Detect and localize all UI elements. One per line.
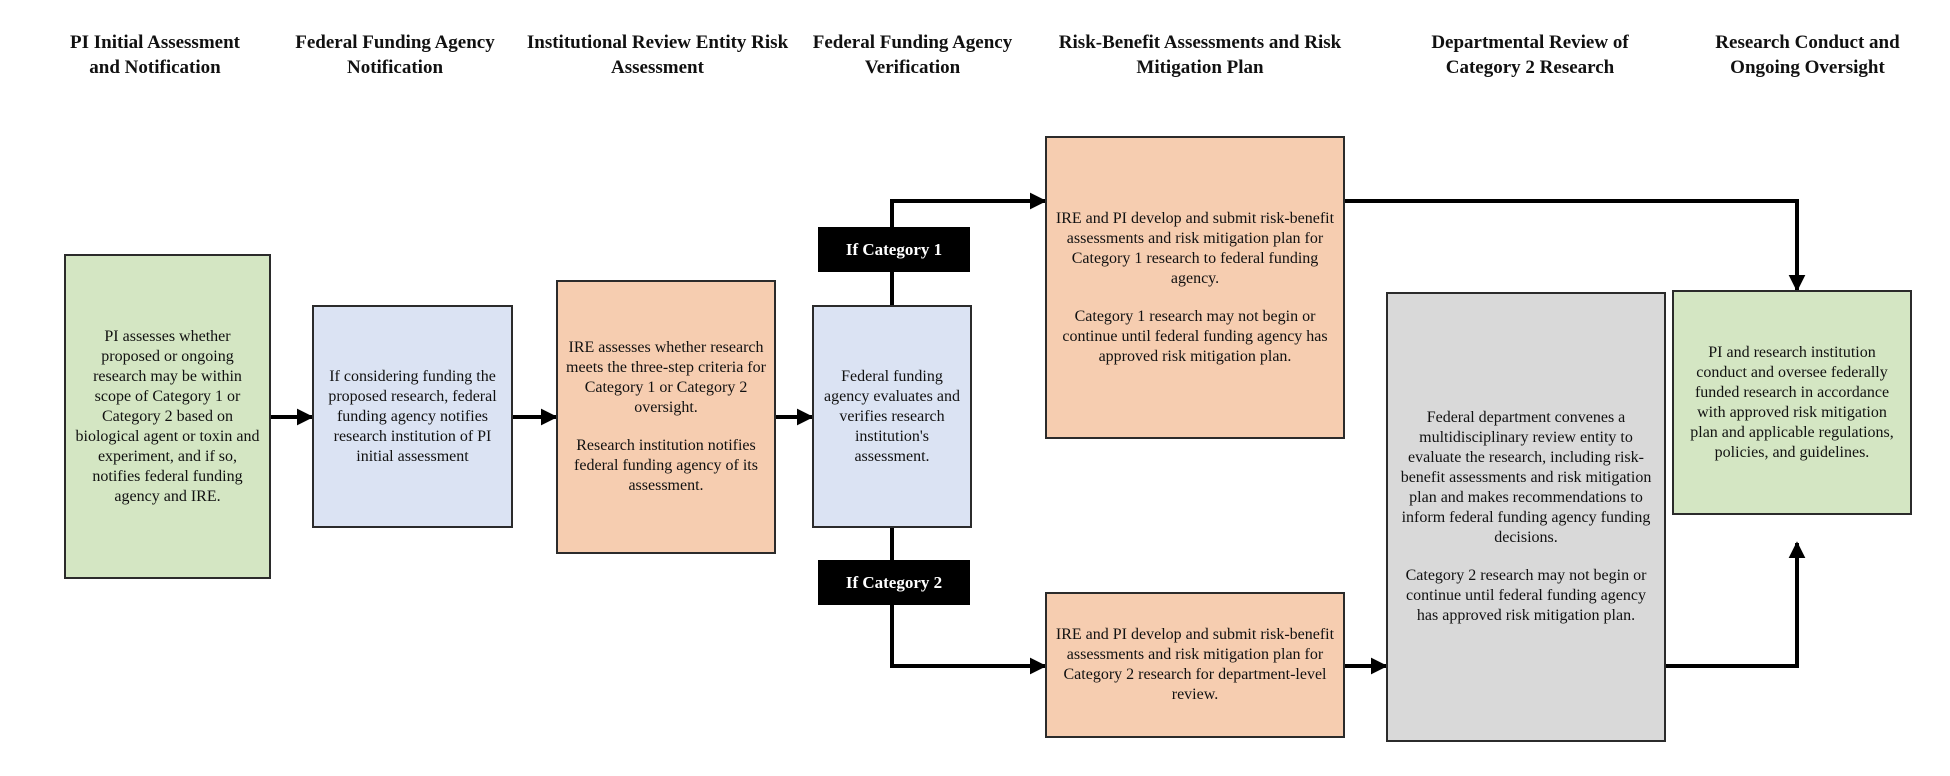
header-departmental-review: Departmental Review of Category 2 Resear…	[1431, 32, 1629, 78]
category-1-plan-text: IRE and PI develop and submit risk-benef…	[1055, 209, 1335, 287]
arrow-cat1-to-conduct	[1345, 199, 1806, 292]
agency-verification-text: Federal funding agency evaluates and ver…	[824, 367, 960, 465]
category-1-restriction-text: Category 1 research may not begin or con…	[1062, 307, 1328, 365]
category-2-plan-box: IRE and PI develop and submit risk-benef…	[1045, 592, 1345, 738]
departmental-review-box: Federal department convenes a multidisci…	[1386, 292, 1666, 742]
arrow-dept-to-conduct	[1666, 541, 1806, 668]
ire-risk-assessment-box: IRE assesses whether research meets the …	[556, 280, 776, 554]
departmental-review-text: Federal department convenes a multidisci…	[1400, 409, 1652, 546]
research-conduct-box: PI and research institution conduct and …	[1672, 290, 1912, 515]
agency-notification-box: If considering funding the proposed rese…	[312, 305, 513, 528]
agency-verification-box: Federal funding agency evaluates and ver…	[812, 305, 972, 528]
ire-risk-assessment-text: IRE assesses whether research meets the …	[566, 339, 766, 416]
header-institutional-review-entity: Institutional Review Entity Risk Assessm…	[526, 32, 789, 78]
pi-assessment-text: PI assesses whether proposed or ongoing …	[75, 327, 260, 505]
category-1-plan-box: IRE and PI develop and submit risk-benef…	[1045, 136, 1345, 439]
header-research-conduct: Research Conduct and Ongoing Oversight	[1715, 32, 1900, 78]
header-federal-funding-agency-verification: Federal Funding Agency Verification	[812, 32, 1013, 78]
if-category-1-tag: If Category 1	[818, 227, 970, 272]
header-pi-initial-assessment: PI Initial Assessment and Notification	[70, 32, 240, 78]
header-federal-funding-agency-notification: Federal Funding Agency Notification	[295, 32, 495, 78]
pi-assessment-box: PI assesses whether proposed or ongoing …	[64, 254, 271, 579]
agency-notification-text: If considering funding the proposed rese…	[328, 367, 497, 465]
research-conduct-text: PI and research institution conduct and …	[1690, 343, 1894, 461]
if-category-2-tag: If Category 2	[818, 560, 970, 605]
ire-notification-text: Research institution notifies federal fu…	[574, 437, 758, 494]
category-2-plan-text: IRE and PI develop and submit risk-benef…	[1055, 626, 1335, 703]
header-risk-benefit-assessments: Risk-Benefit Assessments and Risk Mitiga…	[1058, 32, 1342, 78]
category-2-restriction-text: Category 2 research may not begin or con…	[1405, 567, 1647, 624]
